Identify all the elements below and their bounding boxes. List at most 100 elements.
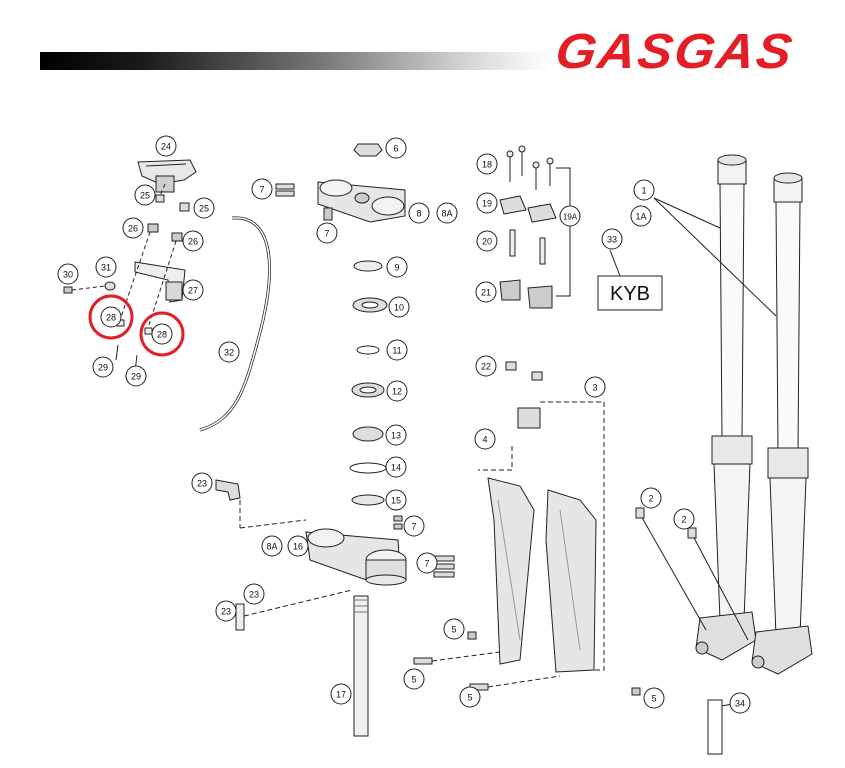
fork-guards-3	[478, 401, 605, 673]
callout-number: 13	[391, 431, 401, 441]
callout-23: 23	[191, 472, 213, 494]
callout-29: 29	[125, 365, 147, 387]
callout-number: 7	[324, 229, 329, 239]
callout-circle	[385, 489, 407, 511]
callout-28-highlighted: 28	[88, 294, 134, 340]
part-34	[707, 699, 733, 755]
callout-7: 7	[403, 515, 425, 537]
callout-number: 29	[98, 363, 108, 373]
callout-19: 19	[476, 192, 498, 214]
callout-6: 6	[385, 137, 407, 159]
callout-circle	[155, 135, 177, 157]
callout-7: 7	[316, 222, 338, 244]
callout-26: 26	[182, 230, 204, 252]
callout-circle	[134, 184, 156, 206]
callout-13: 13	[385, 424, 407, 446]
callout-circle	[443, 618, 465, 640]
callout-circle	[386, 380, 408, 402]
callout-7: 7	[416, 552, 438, 574]
callout-number: 4	[482, 435, 487, 445]
callout-number: 5	[411, 675, 416, 685]
callout-circle	[386, 256, 408, 278]
callout-circle	[287, 535, 309, 557]
callout-circle	[474, 428, 496, 450]
callout-circle	[476, 153, 498, 175]
callout-12: 12	[386, 380, 408, 402]
callout-circle	[100, 306, 122, 328]
callout-8: 8	[408, 202, 430, 224]
nut-6	[353, 143, 383, 157]
upper-triple-clamp	[317, 179, 406, 223]
callout-circle	[475, 281, 497, 303]
callout-33: 33	[601, 228, 623, 250]
callout-number: 18	[482, 160, 492, 170]
header-gradient-bar	[40, 52, 550, 70]
callout-number: 24	[161, 142, 171, 152]
callout-number: 25	[140, 191, 150, 201]
callout-1A: 1A	[630, 205, 652, 227]
callout-circle	[476, 230, 498, 252]
callout-circle	[403, 668, 425, 690]
sensor-23	[215, 479, 245, 631]
callout-29: 29	[92, 356, 114, 378]
callout-number: 7	[259, 185, 264, 195]
leader-lines-right	[653, 197, 777, 317]
clamps-21	[499, 279, 553, 309]
callout-8A: 8A	[261, 535, 283, 557]
lower-triple-clamp	[305, 528, 407, 586]
callout-number: 23	[221, 607, 231, 617]
fork-leg-right	[751, 172, 813, 675]
callout-number: 7	[424, 559, 429, 569]
callout-5: 5	[643, 687, 665, 709]
callout-27: 27	[182, 279, 204, 301]
callout-number: 17	[336, 690, 346, 700]
leader-lines-left	[71, 183, 177, 329]
highlight-ring	[139, 311, 185, 357]
steering-stem-17	[353, 595, 369, 737]
callout-number: 14	[391, 463, 401, 473]
callout-number: 20	[482, 237, 492, 247]
bolts-5	[413, 631, 641, 696]
callout-5: 5	[443, 618, 465, 640]
callout-circle	[122, 217, 144, 239]
callout-number: 33	[607, 235, 617, 245]
callout-circle	[459, 686, 481, 708]
callout-circle	[385, 137, 407, 159]
callout-number: 21	[481, 288, 491, 298]
callout-circle	[584, 376, 606, 398]
callout-3: 3	[584, 376, 606, 398]
callout-number: 27	[188, 286, 198, 296]
leader-lines-center	[239, 500, 353, 617]
callout-number: 8A	[266, 542, 277, 552]
callout-circle	[386, 339, 408, 361]
callout-15: 15	[385, 489, 407, 511]
callout-circle	[182, 230, 204, 252]
callout-circle	[673, 508, 695, 530]
callout-5: 5	[459, 686, 481, 708]
callout-20: 20	[476, 230, 498, 252]
callout-circle	[57, 263, 79, 285]
callout-28-highlighted: 28	[139, 311, 185, 357]
callout-5: 5	[403, 668, 425, 690]
callout-circle	[436, 202, 458, 224]
callout-number: 16	[293, 542, 303, 552]
callout-9: 9	[386, 256, 408, 278]
callout-32: 32	[218, 341, 240, 363]
kyb-box	[597, 249, 663, 311]
callout-circle	[633, 179, 655, 201]
callout-16: 16	[287, 535, 309, 557]
callout-number: 26	[128, 224, 138, 234]
callout-circle	[243, 583, 265, 605]
clamps-19	[499, 195, 557, 223]
callout-circle	[385, 456, 407, 478]
callout-24: 24	[155, 135, 177, 157]
bracket-27	[134, 261, 186, 303]
callout-circle	[92, 356, 114, 378]
callout-circle	[330, 683, 352, 705]
callout-number: 32	[224, 348, 234, 358]
callout-circle	[630, 205, 652, 227]
callout-circle	[475, 355, 497, 377]
bushings-26	[147, 223, 183, 242]
